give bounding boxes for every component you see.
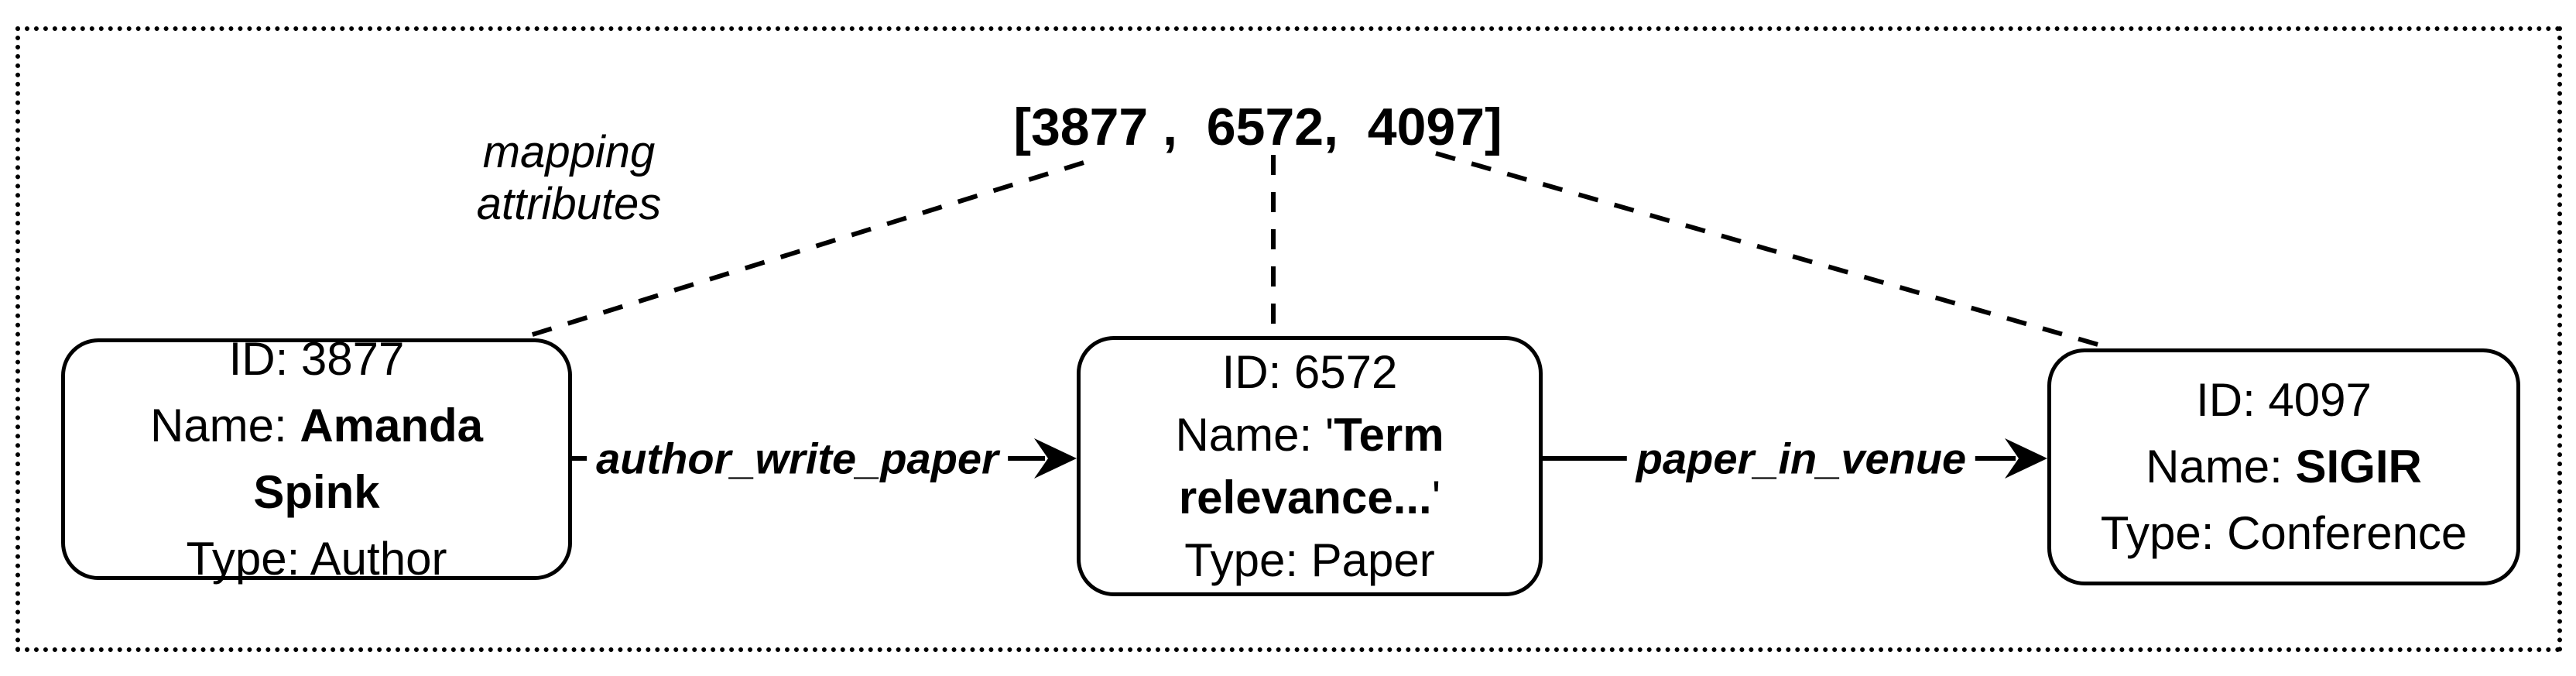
node-venue-type: Type: Conference: [2100, 507, 2468, 559]
node-paper-id: ID: 6572: [1221, 346, 1398, 398]
mapped-id-list: [3877 , 6572, 4097]: [1013, 98, 1502, 156]
dotted-frame: [15, 26, 2562, 652]
node-paper-name: Name: 'Term relevance...': [1096, 403, 1523, 529]
name-prefix: Name: ': [1175, 409, 1334, 461]
mapping-dashed-line-venue: [1435, 151, 2112, 351]
node-author-name: Name: Amanda Spink: [80, 393, 553, 526]
mapping-caption-line2: attributes: [476, 179, 662, 229]
mapping-attributes-caption: mapping attributes: [477, 126, 662, 230]
edge-label-author-write-paper: author_write_paper: [587, 433, 1008, 484]
node-venue-name: Name: SIGIR: [2146, 434, 2422, 500]
node-paper-type: Type: Paper: [1184, 534, 1435, 586]
node-paper: ID: 6572 Name: 'Term relevance...' Type:…: [1077, 336, 1543, 596]
node-author: ID: 3877 Name: Amanda Spink Type: Author: [61, 333, 572, 585]
name-value: Amanda Spink: [253, 400, 484, 518]
name-prefix: Name:: [2146, 441, 2296, 492]
name-prefix: Name:: [149, 400, 300, 451]
node-venue-id: ID: 4097: [2196, 374, 2372, 426]
edge-label-paper-in-venue: paper_in_venue: [1626, 433, 1976, 484]
mapping-caption-line1: mapping: [482, 127, 656, 177]
name-suffix: ': [1431, 472, 1441, 523]
node-author-id: ID: 3877: [228, 333, 405, 385]
name-value: Term relevance...: [1178, 409, 1444, 523]
name-value: SIGIR: [2295, 441, 2422, 492]
mapping-dashed-line-author: [519, 160, 1084, 341]
arrowhead-author-write-paper: [1034, 438, 1077, 479]
arrowhead-paper-in-venue: [2005, 438, 2047, 479]
node-venue: ID: 4097 Name: SIGIR Type: Conference: [2047, 348, 2520, 585]
node-author-type: Type: Author: [186, 533, 447, 585]
